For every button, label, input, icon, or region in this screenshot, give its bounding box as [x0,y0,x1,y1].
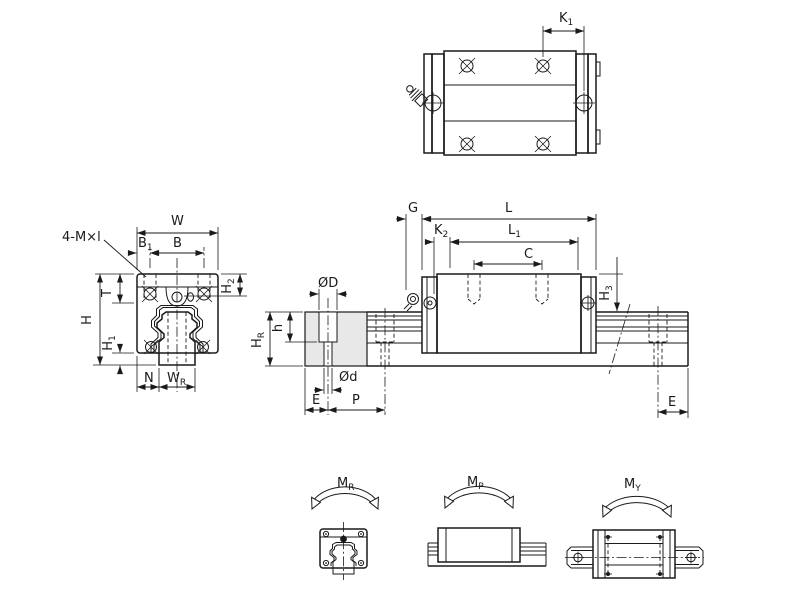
rail-hole-right [648,306,668,418]
top-view: K1 [406,11,601,156]
mini-side-view [427,527,547,567]
pitch-arrowhead-left [444,495,455,510]
dim-H3: H3 [598,257,623,311]
grease-nipple-icon [406,85,429,108]
seal-clip-bottom [595,129,601,145]
dim-H: H [80,274,156,366]
dim-E-right-label: E [668,395,676,410]
dim-B1-label: B1 [138,236,153,253]
dim-L-label: L [505,201,513,216]
moment-roll: MR [311,476,379,580]
dim-Od: Ød [314,368,357,394]
front-view: W B1 B 4-M×l T H H1 [62,214,247,392]
end-cap-right [575,53,589,154]
dim-H3-label: H3 [598,285,615,301]
dim-P-label: P [352,393,360,408]
grease-boss-front [165,286,194,307]
dim-H1-label: H1 [101,335,118,351]
lower-thread-right [195,339,211,355]
moment-MR-label: MR [337,476,354,493]
dim-T-label: T [100,289,115,298]
grease-port-side-left [423,296,437,310]
end-cap-left-side [421,276,438,354]
grease-port-right [573,92,595,114]
mini-screws [604,535,664,576]
dim-HR: HR [250,311,303,367]
dim-W-label: W [171,214,184,229]
dim-H2-label: H2 [220,278,237,294]
dim-C: C [473,247,543,270]
dim-K1: K1 [542,11,585,91]
dim-h: h [271,312,317,343]
dim-h-label: h [271,324,286,332]
grease-port-side-right [580,295,596,311]
carriage-body-side [436,273,582,354]
side-view: G L K2 L1 C H3 [250,201,689,418]
dim-B1-B: B1 B [127,236,205,268]
dim-N-WR: N WR [136,356,196,392]
rail-hole-left [375,308,395,415]
grease-nipple-side [403,293,419,312]
grease-port-left [422,92,444,114]
end-cap-left [431,53,445,154]
dim-OD-label: ØD [318,276,338,291]
mini-front-view [319,522,368,580]
end-cap-right-side [580,276,597,354]
dim-H1: H1 [101,335,134,375]
dim-L1-label: L1 [508,223,521,240]
dim-N-label: N [144,371,154,386]
roll-arrow-arc [315,493,375,506]
dim-E-right: E [658,368,689,418]
end-seal-right [587,53,597,154]
dim-E-left-label: E [312,393,320,408]
roll-arrowhead-right [368,496,379,511]
pitch-arrowhead-right [503,495,514,510]
dim-K2-L1: K2 L1 [424,223,579,294]
dim-H2: H2 [184,273,247,297]
dim-G-L: G L [396,201,597,290]
mini-top-view [565,529,704,579]
yaw-arrowhead-right [661,504,672,519]
carriage-front-outline [136,273,219,354]
yaw-arrow-arc [606,502,668,514]
mounting-hole-thread-symbols [458,57,552,153]
roll-arrowhead-left [311,496,322,511]
moment-yaw: MY [565,477,704,579]
rail-elevation [367,303,689,418]
mini-rail-profile [331,544,356,575]
dim-WR-label: WR [167,371,186,388]
dim-E-P: E P [304,368,385,415]
thread-note-label: 4-M×l [62,230,101,245]
yaw-arrowhead-left [602,504,613,519]
seal-clip-top [595,61,601,77]
dim-T: T [95,273,134,304]
dim-K1-label: K1 [559,11,573,28]
moment-MY-label: MY [624,477,641,494]
rail-profile [156,311,198,366]
dim-OD: ØD [309,276,347,310]
dim-W: W [136,214,219,270]
cavity-contour-inner [153,307,201,353]
lower-thread-left [143,339,159,355]
section-break-line [608,303,631,375]
dim-B-label: B [173,236,182,251]
dim-HR-label: HR [250,332,267,348]
pitch-arrow-arc [448,492,510,505]
moment-MP-label: MP [467,475,484,492]
dim-Od-label: Ød [339,370,357,385]
dim-H-label: H [80,315,95,325]
mini-grease-boss [340,535,347,543]
carriage-side [403,273,597,354]
thread-note: 4-M×l [62,230,147,278]
moment-pitch: MP [427,475,547,567]
dim-C-label: C [524,247,533,262]
carriage-thread-holes [467,274,549,305]
dim-K2-label: K2 [434,223,448,240]
dim-G-label: G [408,201,418,216]
